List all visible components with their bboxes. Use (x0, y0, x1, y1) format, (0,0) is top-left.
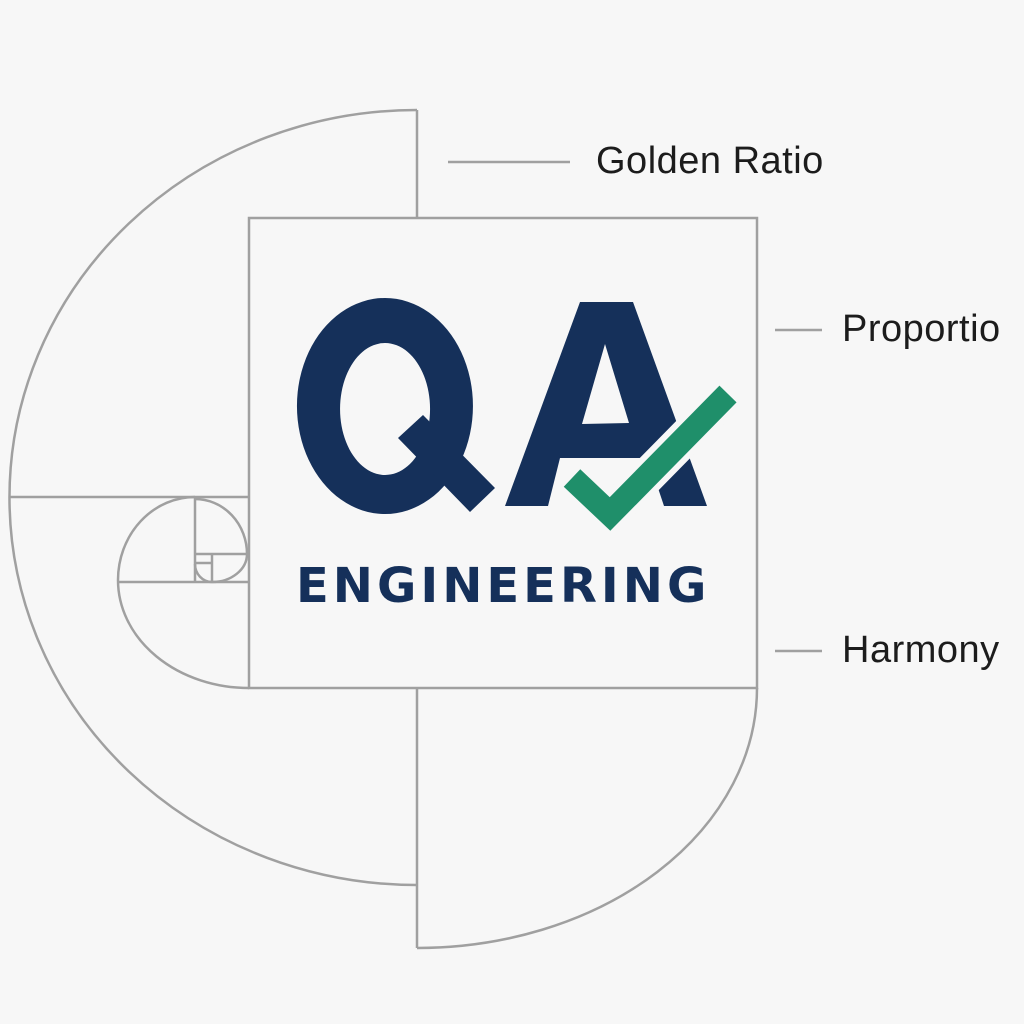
logo-subtitle: ENGINEERING (296, 558, 711, 614)
label-golden-ratio: Golden Ratio (596, 140, 824, 182)
bottom-arc (416, 687, 759, 950)
checkmark-icon (563, 385, 737, 531)
label-harmony: Harmony (842, 629, 1000, 671)
tiny-arc (193, 563, 213, 584)
logo-square (247, 216, 759, 690)
outer-arc (8, 108, 418, 887)
letter-a (505, 302, 707, 506)
letter-q-tail (398, 415, 495, 512)
label-proportion: Proportio (842, 308, 1001, 350)
small-arc (116, 495, 250, 690)
qa-logo (296, 298, 741, 540)
spiral-guides (8, 108, 822, 950)
small-arc (194, 497, 249, 584)
